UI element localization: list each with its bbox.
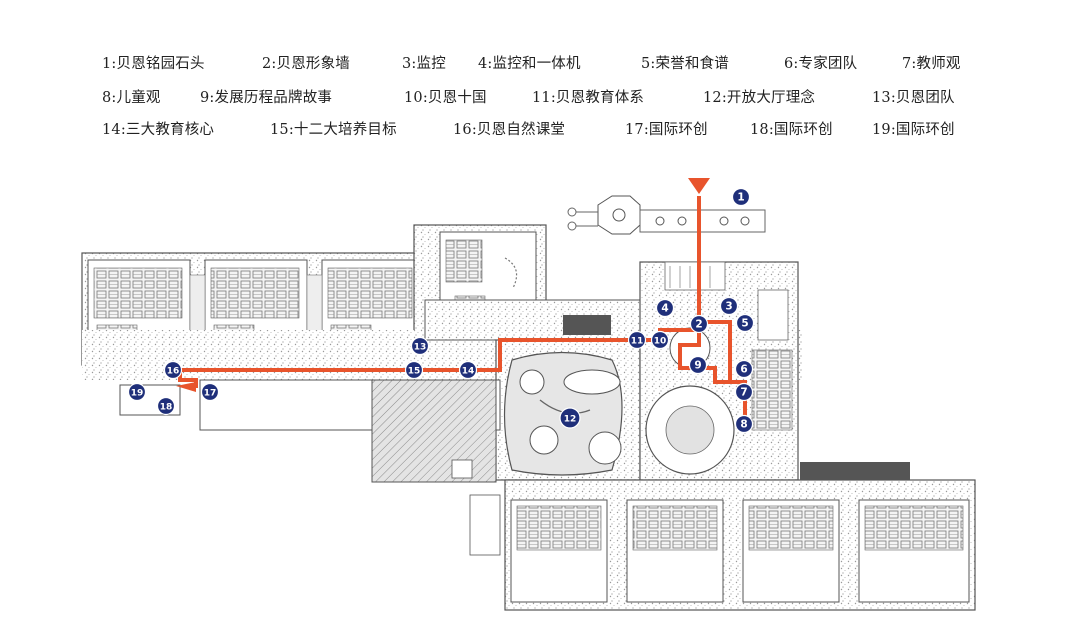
marker-6: 6 <box>734 359 754 379</box>
marker-7: 7 <box>734 382 754 402</box>
marker-label-19: 19 <box>131 389 144 399</box>
marker-18: 18 <box>156 396 176 416</box>
marker-label-10: 10 <box>654 337 667 347</box>
marker-4: 4 <box>655 298 675 318</box>
marker-16: 16 <box>163 360 183 380</box>
legend-item-7: 7:教师观 <box>902 56 961 72</box>
legend: 1:贝恩铭园石头 2:贝恩形象墙 3:监控 4:监控和一体机 5:荣誉和食谱 6… <box>0 0 1080 150</box>
marker-5: 5 <box>735 313 755 333</box>
classroom-block-bottom <box>469 462 976 611</box>
marker-8: 8 <box>734 414 754 434</box>
marker-label-7: 7 <box>740 387 747 399</box>
legend-item-19: 19:国际环创 <box>872 122 955 138</box>
marker-label-3: 3 <box>725 301 732 313</box>
legend-item-9: 9:发展历程品牌故事 <box>200 90 333 106</box>
marker-14: 14 <box>458 360 478 380</box>
marker-3: 3 <box>719 296 739 316</box>
marker-12: 12 <box>559 407 581 429</box>
marker-17: 17 <box>200 382 220 402</box>
marker-label-14: 14 <box>462 367 475 377</box>
legend-item-14: 14:三大教育核心 <box>102 122 215 138</box>
entrance-walkway <box>567 195 766 235</box>
marker-13: 13 <box>410 336 430 356</box>
legend-item-4: 4:监控和一体机 <box>478 56 581 72</box>
marker-11: 11 <box>627 330 647 350</box>
legend-item-16: 16:贝恩自然课堂 <box>453 122 566 138</box>
route-segment-west <box>178 328 701 388</box>
service-rooms <box>119 379 501 483</box>
legend-item-18: 18:国际环创 <box>750 122 833 138</box>
legend-item-6: 6:专家团队 <box>784 56 858 72</box>
marker-label-1: 1 <box>737 192 744 204</box>
route-end-arrow-icon <box>176 382 196 392</box>
legend-item-5: 5:荣誉和食谱 <box>641 56 730 72</box>
marker-label-6: 6 <box>740 364 747 376</box>
legend-item-1: 1:贝恩铭园石头 <box>102 56 205 72</box>
legend-item-12: 12:开放大厅理念 <box>703 90 816 106</box>
marker-19: 19 <box>127 382 147 402</box>
legend-item-17: 17:国际环创 <box>625 122 708 138</box>
marker-label-5: 5 <box>741 318 748 330</box>
marker-label-11: 11 <box>631 337 644 347</box>
marker-label-2: 2 <box>695 319 702 331</box>
marker-label-18: 18 <box>160 403 173 413</box>
legend-item-15: 15:十二大培养目标 <box>270 122 397 138</box>
marker-label-13: 13 <box>414 343 427 353</box>
legend-item-8: 8:儿童观 <box>102 90 161 106</box>
legend-item-10: 10:贝恩十国 <box>404 90 487 106</box>
marker-1: 1 <box>731 187 751 207</box>
legend-item-11: 11:贝恩教育体系 <box>532 90 645 106</box>
marker-10: 10 <box>650 330 670 350</box>
marker-label-12: 12 <box>564 415 577 425</box>
marker-label-16: 16 <box>167 367 180 377</box>
legend-item-3: 3:监控 <box>402 56 446 72</box>
route-start-arrow-icon <box>688 178 710 194</box>
entrance-hall <box>639 261 799 481</box>
marker-2: 2 <box>689 314 709 334</box>
marker-15: 15 <box>404 360 424 380</box>
marker-label-4: 4 <box>661 303 668 315</box>
marker-9: 9 <box>688 355 708 375</box>
legend-item-2: 2:贝恩形象墙 <box>262 56 351 72</box>
marker-label-15: 15 <box>408 367 421 377</box>
marker-label-9: 9 <box>694 360 701 372</box>
marker-label-8: 8 <box>740 419 747 431</box>
marker-label-17: 17 <box>204 389 217 399</box>
legend-item-13: 13:贝恩团队 <box>872 90 955 106</box>
